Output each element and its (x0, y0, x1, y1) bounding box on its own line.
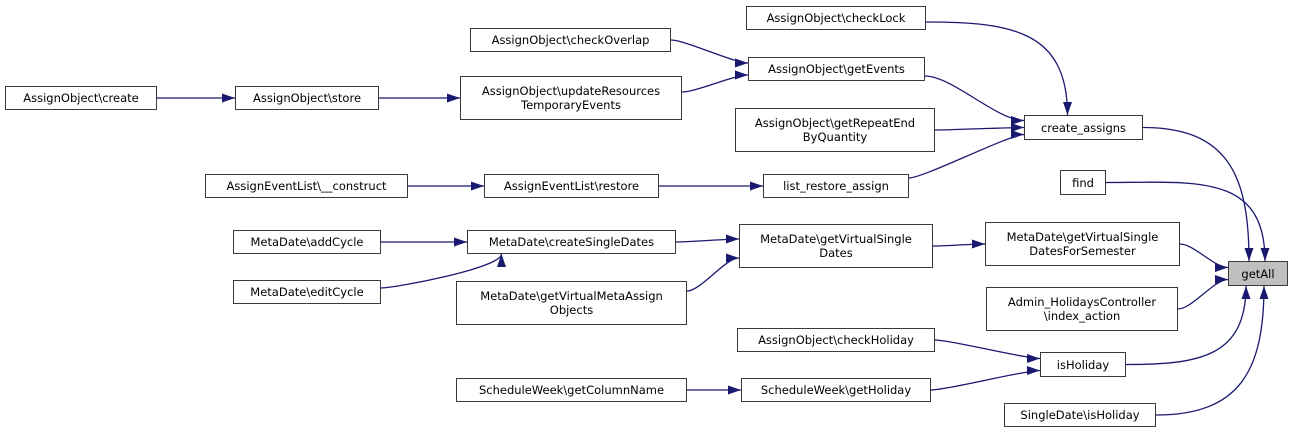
node-get-holiday[interactable]: ScheduleWeek\getHoliday (741, 378, 931, 402)
node-single-date-is-holiday[interactable]: SingleDate\isHoliday (1004, 403, 1156, 427)
node-find[interactable]: find (1060, 170, 1106, 195)
edge-check-overlap-to-get-events (670, 39, 749, 68)
node-label: AssignObject\getRepeatEnd (754, 116, 916, 130)
node-label: MetaDate\createSingleDates (488, 235, 655, 249)
node-create-assigns[interactable]: create_assigns (1024, 115, 1143, 140)
node-label: AssignObject\checkHoliday (758, 333, 914, 347)
node-add-cycle[interactable]: MetaDate\addCycle (233, 230, 381, 254)
node-label: Admin_HolidaysController (1007, 295, 1157, 309)
node-get-column-name[interactable]: ScheduleWeek\getColumnName (456, 378, 687, 402)
node-label: MetaDate\addCycle (250, 235, 364, 249)
edge-admin-holidays-to-get-all (1177, 275, 1229, 310)
node-construct[interactable]: AssignEventList\__construct (205, 174, 408, 198)
edge-create-single-dates-to-get-virtual-single-dates (675, 234, 740, 244)
node-label: AssignObject\checkLock (766, 11, 906, 25)
node-label: list_restore_assign (783, 179, 889, 193)
node-is-holiday[interactable]: isHoliday (1040, 352, 1126, 377)
edge-get-holiday-to-is-holiday (930, 366, 1041, 391)
edge-create-assigns-to-get-all (1142, 126, 1254, 262)
node-get-all: getAll (1228, 261, 1288, 286)
node-edit-cycle[interactable]: MetaDate\editCycle (233, 280, 381, 304)
edge-get-events-to-create-assigns (924, 75, 1025, 125)
node-list-restore-assign[interactable]: list_restore_assign (763, 174, 909, 198)
edge-list-restore-assign-to-create-assigns (908, 130, 1025, 179)
node-get-events[interactable]: AssignObject\getEvents (748, 57, 925, 81)
edge-get-virtual-single-dates-to-dates-for-semester (932, 239, 986, 249)
node-label: create_assigns (1040, 120, 1127, 135)
edge-get-repeat-end-to-create-assigns (934, 123, 1025, 133)
node-label: AssignEventList\restore (503, 179, 640, 193)
node-label: AssignObject\store (252, 91, 362, 105)
node-label: \index_action (1043, 309, 1121, 323)
node-store[interactable]: AssignObject\store (235, 86, 379, 110)
node-label: Dates (819, 246, 853, 260)
node-label: TemporaryEvents (521, 98, 621, 112)
node-label: AssignObject\getEvents (768, 62, 905, 76)
node-label: isHoliday (1056, 357, 1110, 372)
node-label: Objects (549, 303, 594, 317)
edge-dates-for-semester-to-get-all (1179, 243, 1229, 272)
node-label: MetaDate\getVirtualMetaAssign (480, 289, 663, 303)
edge-find-to-get-all (1105, 181, 1270, 262)
edge-is-holiday-to-get-all (1125, 285, 1251, 366)
node-check-holiday[interactable]: AssignObject\checkHoliday (737, 328, 935, 352)
node-label: MetaDate\getVirtualSingle (1006, 230, 1159, 244)
node-create-single-dates[interactable]: MetaDate\createSingleDates (467, 230, 676, 254)
node-label: find (1072, 175, 1094, 190)
node-label: ScheduleWeek\getHoliday (760, 383, 912, 397)
node-label: SingleDate\isHoliday (1020, 408, 1140, 422)
node-check-lock[interactable]: AssignObject\checkLock (746, 6, 926, 30)
node-label: AssignObject\create (23, 91, 139, 105)
edge-single-date-is-holiday-to-get-all (1155, 285, 1269, 416)
edge-update-resources-to-get-events (681, 70, 749, 93)
node-label: getAll (1241, 266, 1275, 281)
node-label: ByQuantity (802, 130, 868, 144)
node-label: AssignObject\checkOverlap (491, 33, 650, 47)
node-check-overlap[interactable]: AssignObject\checkOverlap (470, 28, 671, 52)
node-create[interactable]: AssignObject\create (5, 86, 157, 110)
node-label: ScheduleWeek\getColumnName (478, 383, 665, 397)
node-label: AssignObject\updateResources (481, 84, 661, 98)
node-label: AssignEventList\__construct (226, 179, 387, 193)
node-label: MetaDate\getVirtualSingle (760, 232, 912, 246)
node-label: MetaDate\editCycle (250, 285, 364, 299)
edge-check-lock-to-create-assigns (925, 21, 1072, 116)
node-admin-holidays[interactable]: Admin_HolidaysController\index_action (986, 287, 1178, 331)
edge-check-holiday-to-is-holiday (934, 339, 1041, 363)
node-label: DatesForSemester (1029, 244, 1136, 258)
edge-edit-cycle-to-create-single-dates (380, 253, 506, 289)
node-restore[interactable]: AssignEventList\restore (484, 174, 659, 198)
edge-meta-assign-objects-to-get-virtual-single-dates (686, 253, 740, 292)
